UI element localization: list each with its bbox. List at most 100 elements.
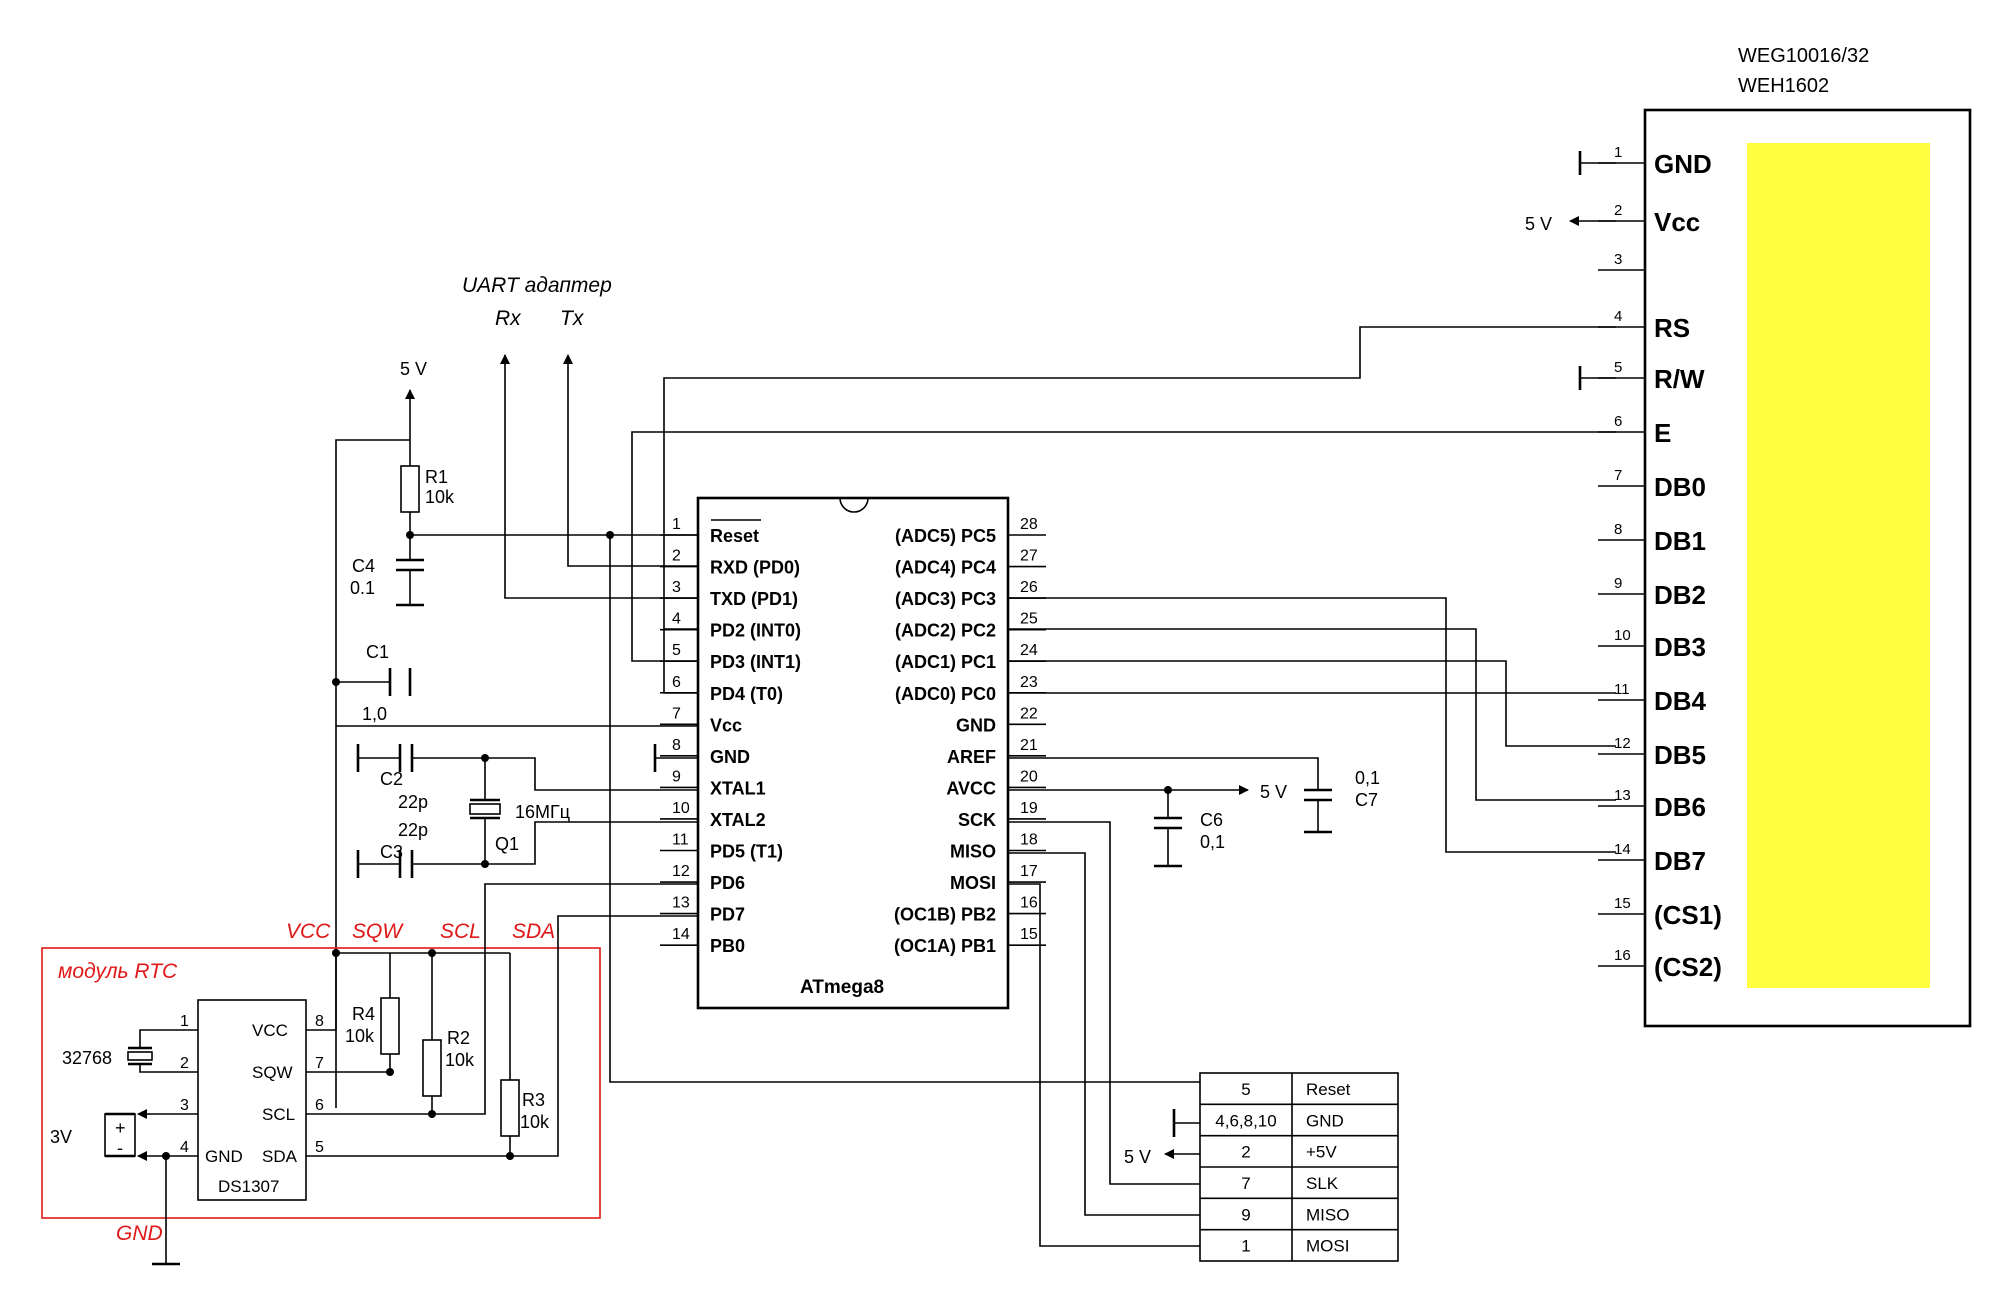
junction-q1-top — [481, 754, 489, 762]
lcd-pin-number: 9 — [1614, 575, 1622, 592]
r3-resistor — [500, 1079, 520, 1137]
isp-vcc-label: 5 V — [1124, 1147, 1151, 1167]
mcu-left-pin-name: PD5 (T1) — [710, 842, 783, 862]
mcu-left-pin-number: 9 — [672, 768, 681, 785]
battery-plus: + — [115, 1118, 126, 1138]
lcd-pin-name: DB2 — [1654, 580, 1706, 610]
mcu-right-pin-number: 15 — [1020, 926, 1038, 943]
rtc-header-sda: SDA — [512, 920, 555, 943]
mcu-left-pin-name: PB0 — [710, 936, 745, 956]
lcd-pin-name: DB3 — [1654, 632, 1706, 662]
uart-adapter: UART адаптер Rx Tx — [462, 274, 698, 599]
lcd-pin-number: 10 — [1614, 627, 1631, 644]
mcu-right-pin-number: 23 — [1020, 674, 1038, 691]
wire-db7 — [1008, 597, 1616, 853]
lcd-pin-name: (CS1) — [1654, 900, 1722, 930]
analog-supply: 0,1 C7 5 V C6 0,1 — [1008, 757, 1380, 868]
mcu-left-pin-number: 11 — [672, 832, 689, 849]
rtc-xtal-body — [127, 1051, 153, 1061]
uart-title: UART адаптер — [462, 274, 612, 297]
q1-value: 16МГц — [515, 802, 570, 822]
r3-value: 10k — [520, 1112, 550, 1132]
mcu-left-pin-name: PD3 (INT1) — [710, 652, 801, 672]
rtc-header-vcc: VCC — [286, 920, 331, 943]
wire-rtc-vcc — [306, 953, 337, 1031]
junction-q1-bottom — [481, 860, 489, 868]
lcd-pin-number: 6 — [1614, 413, 1622, 430]
rtc-xtal-value: 32768 — [62, 1048, 112, 1068]
wire-vcc-rail — [335, 439, 410, 1108]
mcu-right-pin-name: (OC1A) PB1 — [894, 936, 996, 956]
lcd-pin-number: 16 — [1614, 947, 1631, 964]
lcd-pin-number: 15 — [1614, 895, 1631, 912]
mcu-left-pin-number: 5 — [672, 642, 681, 659]
lcd-pin-number: 5 — [1614, 359, 1622, 376]
mcu-left-pin-name: Vcc — [710, 715, 742, 735]
mcu-right-pin-name: (ADC4) PC4 — [895, 558, 996, 578]
lcd-pin-name: E — [1654, 418, 1671, 448]
rtc-gnd-label: GND — [116, 1222, 163, 1245]
uart-rx: Rx — [495, 307, 522, 330]
lcd-pin-name: DB6 — [1654, 792, 1706, 822]
c2-value: 22p — [398, 792, 428, 812]
mcu-left-pin-number: 12 — [672, 863, 690, 880]
mcu-left-pin-name: TXD (PD1) — [710, 589, 798, 609]
mcu-right-pin-number: 16 — [1020, 895, 1038, 912]
r4-name: R4 — [352, 1004, 375, 1024]
r4-value: 10k — [345, 1026, 375, 1046]
isp-pin-name: +5V — [1306, 1143, 1337, 1162]
mcu-left-pin-name: PD6 — [710, 873, 745, 893]
wire-isp-sck — [1008, 821, 1200, 1185]
isp-pin-number: 1 — [1241, 1237, 1250, 1256]
lcd-pin-number: 8 — [1614, 521, 1622, 538]
isp-pin-name: Reset — [1306, 1080, 1351, 1099]
wire-rtc-sda — [306, 915, 698, 1157]
mcu-left-pin-number: 8 — [672, 737, 681, 754]
mcu-right-pin-number: 24 — [1020, 642, 1038, 659]
r4-resistor — [380, 997, 400, 1055]
ds1307-pin-sqw: SQW — [252, 1063, 293, 1082]
wire-rtc-x2 — [139, 1064, 198, 1073]
battery-label: 3V — [50, 1127, 72, 1147]
mcu-left-pin-number: 3 — [672, 579, 681, 596]
battery-body — [104, 1113, 136, 1157]
junction-r1 — [406, 531, 414, 539]
mcu-left-pin-name: XTAL1 — [710, 778, 766, 798]
lcd-pin-name: RS — [1654, 313, 1690, 343]
ds1307-num-1: 1 — [180, 1013, 189, 1030]
r1-value: 10k — [425, 487, 455, 507]
mcu-right-pin-name: AVCC — [946, 778, 996, 798]
lcd-model-2: WEH1602 — [1738, 75, 1829, 97]
mcu-right-pin-number: 17 — [1020, 863, 1038, 880]
ds1307-pin-gnd: GND — [205, 1147, 243, 1166]
mcu-right-pin-number: 25 — [1020, 611, 1038, 628]
isp-pin-name: GND — [1306, 1111, 1344, 1130]
mcu-left-pin-number: 7 — [672, 705, 681, 722]
reset-circuit: 5 V R1 10k C4 0.1 — [332, 359, 698, 1108]
ds1307-num-2: 2 — [180, 1055, 189, 1072]
mcu-left-pin-name: RXD (PD0) — [710, 558, 800, 578]
lcd-pin-name: R/W — [1654, 364, 1705, 394]
wire-db6 — [1008, 628, 1616, 801]
c4-value: 0.1 — [350, 578, 375, 598]
mcu-right-pin-name: MISO — [950, 842, 996, 862]
mcu-right-pin-number: 28 — [1020, 516, 1038, 533]
lcd-pin-name: DB1 — [1654, 526, 1706, 556]
mcu-gnd — [653, 744, 698, 772]
isp-pin-name: MISO — [1306, 1205, 1349, 1224]
mcu-notch — [839, 497, 869, 513]
r2-resistor — [422, 1039, 442, 1097]
r1-name: R1 — [425, 467, 448, 487]
junction-r2-scl — [428, 1110, 436, 1118]
r1-resistor — [400, 465, 420, 513]
mcu-left-pin-number: 6 — [672, 674, 681, 691]
ds1307-pin-vcc: VCC — [252, 1021, 288, 1040]
mcu-left-pin-number: 4 — [672, 611, 681, 628]
ds1307-pin-scl: SCL — [262, 1105, 295, 1124]
lcd-pin-number: 14 — [1614, 841, 1631, 858]
